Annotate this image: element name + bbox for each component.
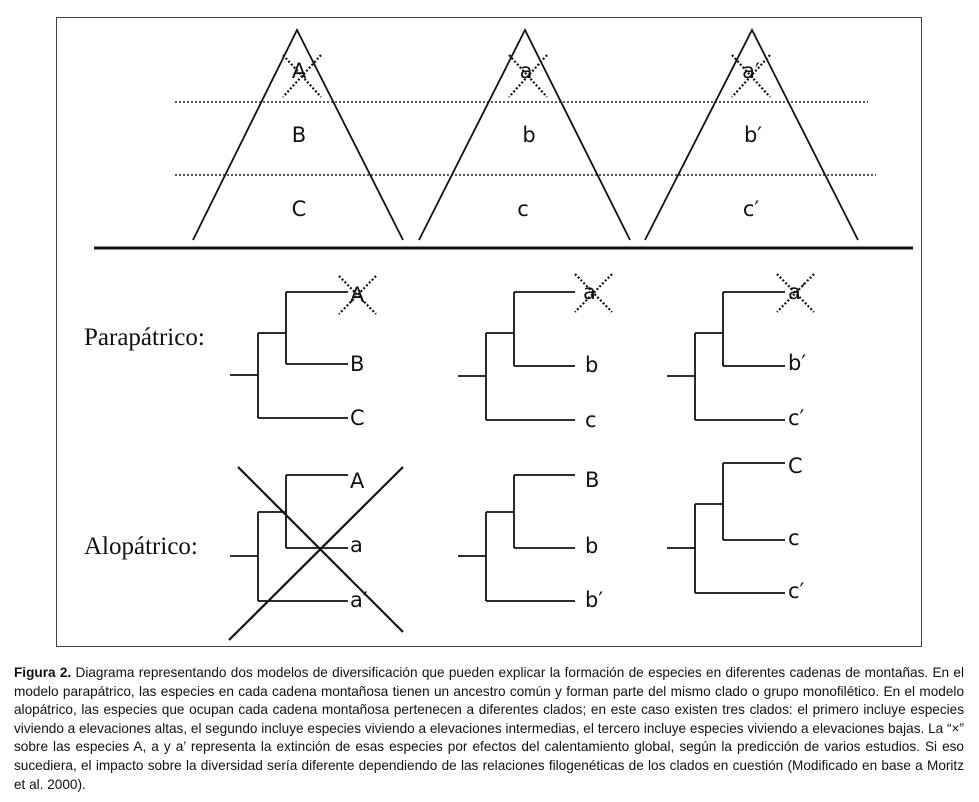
allopatric-tree-2-leaf-3: b′ — [585, 588, 603, 612]
parapatric-model-label: Parapátrico: — [84, 324, 205, 351]
mountain-3-top-label: a′ — [742, 59, 760, 83]
allopatric-tree-3-leaf-2: c — [788, 526, 800, 550]
extinction-cross-icon — [228, 466, 404, 641]
mountain-1-mid-label: B — [292, 123, 306, 147]
mountain-3-low-label: c′ — [743, 197, 760, 221]
parapatric-tree-1-leaf-2: B — [350, 352, 364, 376]
allopatric-tree-3 — [667, 462, 785, 594]
parapatric-tree-1 — [230, 291, 348, 419]
caption-label: Figura 2. — [14, 665, 72, 680]
parapatric-tree-2 — [458, 291, 575, 421]
mountain-3-mid-label: b′ — [744, 123, 762, 147]
parapatric-tree-3 — [667, 291, 785, 421]
allopatric-tree-1-leaf-2: a — [350, 533, 363, 557]
allopatric-tree-2 — [458, 474, 575, 602]
mountain-1 — [192, 27, 404, 241]
extinction-cross-icon — [731, 54, 771, 98]
mountain-3 — [644, 28, 859, 241]
figure-frame — [56, 17, 922, 647]
diversification-diagram: A B C a b c a′ b′ c′ Parapátrico: Alopát… — [84, 27, 913, 641]
parapatric-tree-2-leaf-3: c — [585, 408, 597, 432]
allopatric-tree-2-leaf-1: B — [585, 468, 599, 492]
figure-caption: Figura 2. Diagrama representando dos mod… — [14, 664, 964, 794]
allopatric-tree-3-leaf-1: C — [788, 454, 803, 478]
extinction-cross-icon — [338, 275, 377, 315]
parapatric-tree-3-leaf-2: b′ — [788, 351, 806, 375]
allopatric-tree-3-leaf-3: c′ — [788, 579, 805, 603]
parapatric-tree-1-leaf-3: C — [350, 406, 365, 430]
parapatric-tree-3-leaf-3: c′ — [788, 406, 805, 430]
allopatric-model-label: Alopátrico: — [84, 533, 198, 560]
mountain-1-low-label: C — [292, 197, 307, 221]
allopatric-tree-2-leaf-2: b — [585, 534, 598, 558]
allopatric-tree-1-leaf-3: a′ — [350, 588, 368, 612]
caption-text: Diagrama representando dos modelos de di… — [14, 665, 964, 792]
extinction-cross-icon — [574, 273, 613, 313]
mountain-2-mid-label: b — [522, 123, 535, 147]
extinction-cross-icon — [508, 54, 548, 98]
parapatric-tree-1-leaf-1: A — [350, 283, 365, 307]
parapatric-tree-2-leaf-2: b — [585, 353, 598, 377]
extinction-cross-icon — [282, 54, 322, 98]
allopatric-tree-1 — [230, 474, 348, 602]
extinction-cross-icon — [776, 273, 815, 313]
mountain-2 — [418, 27, 631, 241]
mountain-2-low-label: c — [517, 197, 529, 221]
allopatric-tree-1-leaf-1: A — [350, 469, 365, 493]
